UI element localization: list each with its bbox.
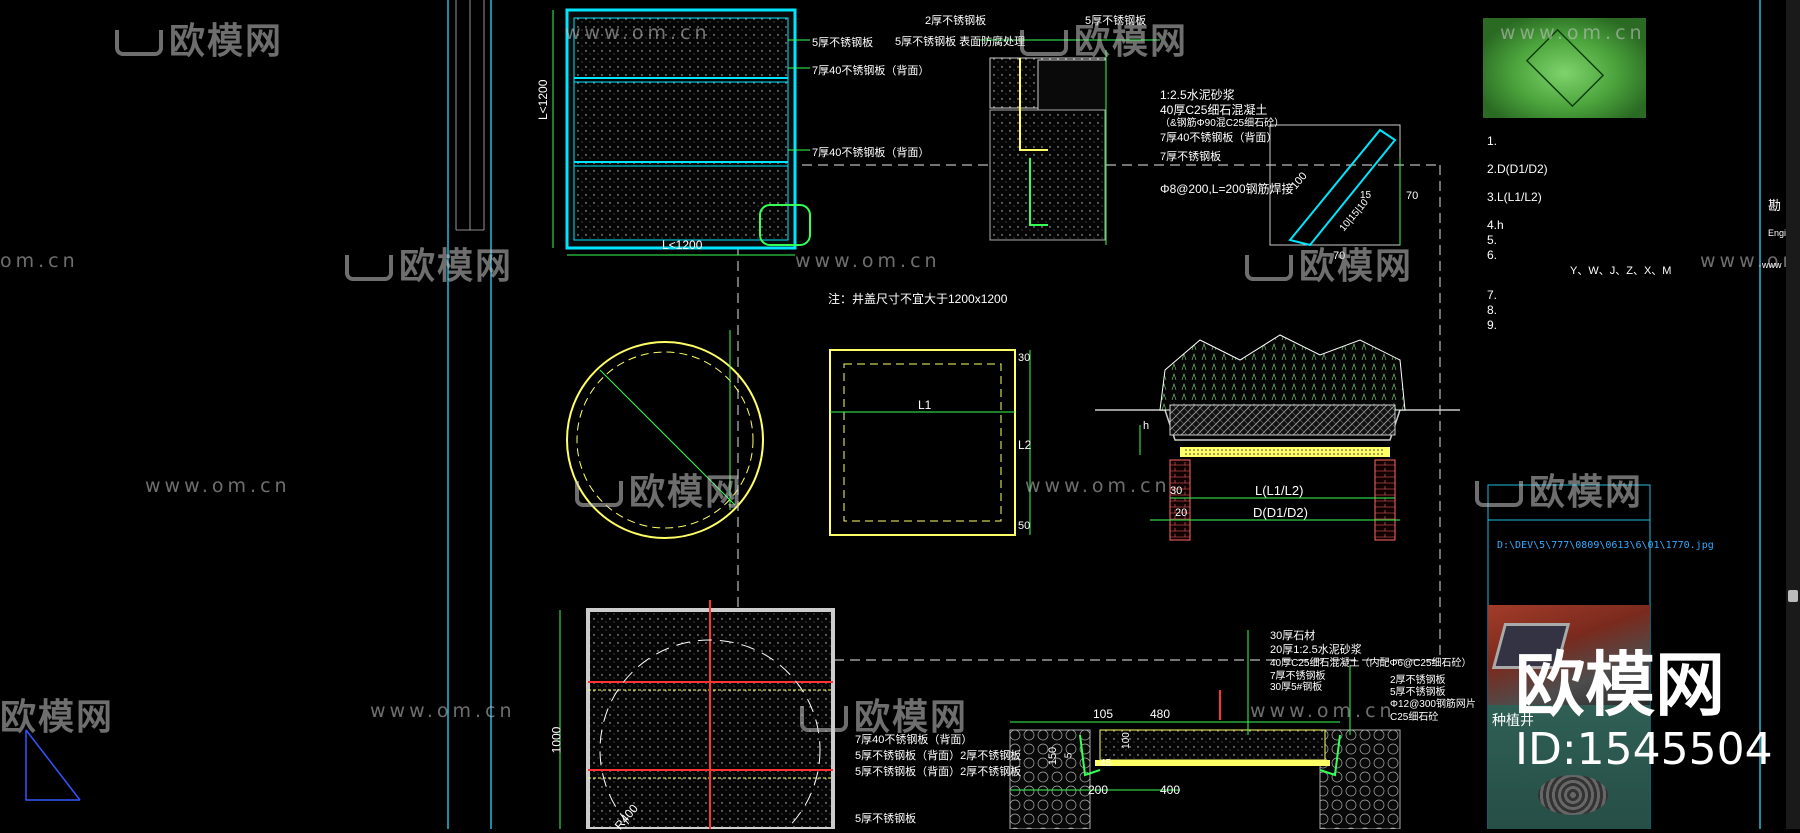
bottom-plan-callout-2: 5厚不锈钢板（背面）2厚不锈钢板 [855,750,1022,762]
pit-section[interactable] [1095,334,1460,541]
section-layer-3: （&钢筋Φ90混C25细石砼） [1160,118,1285,129]
bottom-layer-4: 7厚不锈钢板 [1270,671,1326,682]
bottom-dim-left-3: 100 [1120,732,1132,749]
bottom-layer-1: 30厚石材 [1270,630,1316,642]
bottom-layer-6: 2厚不锈钢板 [1390,675,1446,686]
bottom-dim-left-1: 150 [1047,746,1060,766]
bottom-section[interactable] [1009,630,1401,829]
note-3: 3.L(L1/L2) [1487,190,1542,204]
photo-label: 种植井 [1492,712,1534,728]
rect-dim-side: 30 [1018,352,1031,364]
title-block-2: Engi [1768,228,1787,238]
rect-plan[interactable] [829,349,1031,536]
note-7: 7. [1487,288,1498,302]
small-detail[interactable] [1269,124,1401,247]
bottom-layer-2: 20厚1:2.5水泥砂浆 [1270,644,1362,656]
detail-dim-4: 70 [1333,250,1346,262]
section-layer-2: 40厚C25细石混凝土 [1160,103,1268,117]
vertical-scrollbar[interactable] [1786,0,1800,829]
bottom-layer-3: 40厚C25细石混凝土（内配Φ6@C25细石砼） [1270,658,1472,669]
photo-caption: D:\DEV\5\777\0809\0613\6\01\1770.jpg [1497,540,1714,551]
square-callout-2: 7厚40不锈钢板（背面） [812,65,930,77]
bottom-plan-callout-3: 5厚不锈钢板（背面）2厚不锈钢板 [855,766,1022,778]
bottom-layer-5: 30厚5#钢板 [1270,682,1323,693]
bottom-layer-9: C25细石砼 [1390,712,1439,723]
detail-dim-3: 70 [1406,190,1419,202]
section-layer-4: 7厚40不锈钢板（背面） [1160,132,1278,144]
circle-plan[interactable] [566,330,764,539]
bottom-plan[interactable] [559,600,835,829]
section-layer-1: 1:2.5水泥砂浆 [1160,88,1235,102]
note-codes: Y、W、J、Z、X、M [1570,265,1672,277]
note-2: 2.D(D1/D2) [1487,162,1548,176]
note-6: 6. [1487,248,1498,262]
square-dim-h: L<1200 [662,238,703,252]
title-block-3: www [1762,260,1782,270]
bottom-layer-8: Φ12@300钢筋网片 [1390,699,1476,710]
bottom-dim-bottom-2: 400 [1160,783,1181,797]
note-4: 4.h [1487,218,1504,232]
paving-photo [1488,605,1650,705]
rect-dim-bottom: 50 [1018,520,1031,532]
top-layer-label-2: 5厚不锈钢板 [1085,15,1147,27]
bottom-plan-callout-1: 7厚40不锈钢板（背面） [855,734,973,746]
scrollbar-thumb[interactable] [1788,590,1798,602]
bottom-dim-bottom-1: 200 [1088,783,1109,797]
note-8: 8. [1487,303,1498,317]
section-layer-6: Φ8@200,L=200钢筋焊接 [1160,182,1294,196]
square-dim-v: L<1200 [536,79,550,120]
note-1: 1. [1487,134,1498,148]
section-layer-5: 7厚不锈钢板 [1160,151,1222,163]
bottom-dim-left-2: 5 [1063,752,1075,759]
bottom-photo: 种植井 [1488,705,1650,829]
square-plan[interactable] [552,8,811,256]
pit-dim-side: 30 [1170,485,1183,497]
note-5: 5. [1487,233,1498,247]
bottom-dim-top-1: 105 [1093,707,1114,721]
left-strip [455,0,485,231]
pit-dim-h: h [1143,420,1150,432]
square-callout-1: 5厚不锈钢板 [812,37,874,49]
bottom-plan-dim-v: 1000 [549,726,564,754]
north-symbol [25,729,81,801]
rect-dim-l2: L2 [1018,438,1032,452]
top-layer-label-1: 2厚不锈钢板 [925,15,987,27]
square-callout-3: 7厚40不锈钢板（背面） [812,147,930,159]
bottom-dim-left-4: 45 [1100,758,1112,769]
title-block-1: 勘 [1768,198,1782,213]
pit-dim-d: D(D1/D2) [1253,505,1308,520]
top-layer-label-3: 5厚不锈钢板 表面防腐处理 [895,36,1026,48]
pit-dim-l: L(L1/L2) [1255,483,1304,498]
rect-dim-l1: L1 [918,398,932,412]
pit-dim-base: 20 [1175,507,1188,519]
spec-note: 注：井盖尺寸不宜大于1200x1200 [828,292,1008,306]
grate-photo [1483,18,1646,118]
bottom-dim-top-2: 480 [1150,707,1171,721]
detail-dim-2: 15 [1360,190,1372,201]
top-section[interactable] [980,39,1160,245]
note-9: 9. [1487,318,1498,332]
bottom-plan-callout-4: 5厚不锈钢板 [855,813,917,825]
bottom-layer-7: 5厚不锈钢板 [1390,687,1446,698]
